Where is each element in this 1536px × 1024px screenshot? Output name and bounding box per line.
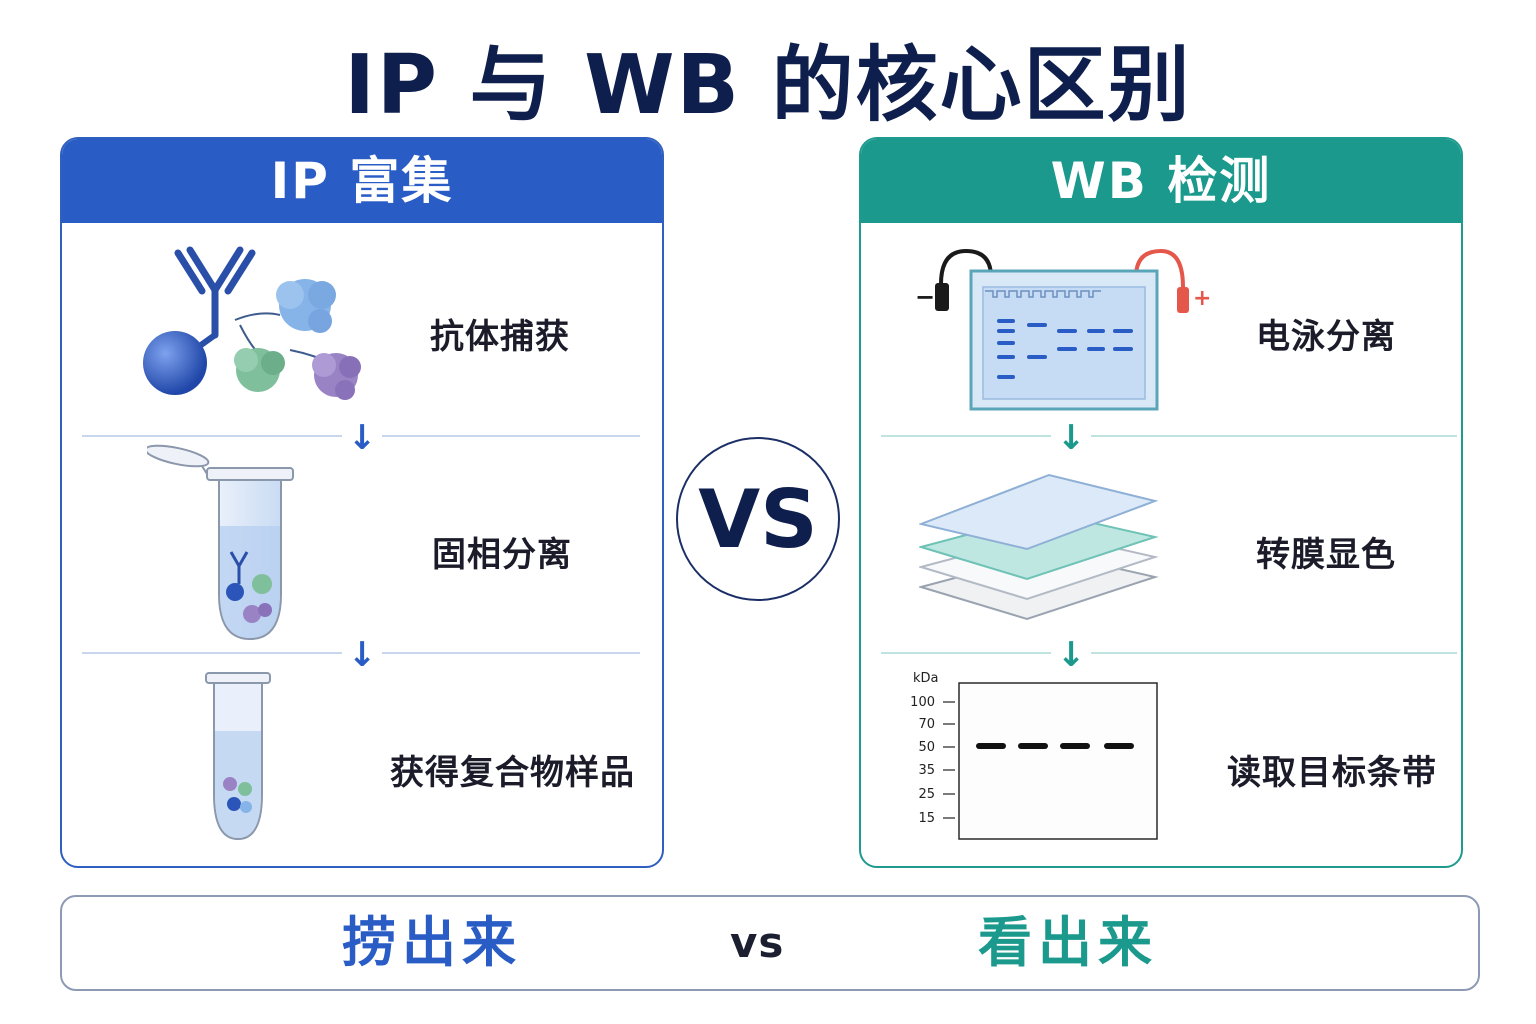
ip-step-3-label: 获得复合物样品 bbox=[390, 753, 635, 793]
wb-arrow-1: ↓ bbox=[1051, 421, 1091, 455]
wb-step-3-label: 读取目标条带 bbox=[1227, 753, 1437, 793]
tube-with-complex-icon bbox=[205, 672, 271, 841]
ip-panel-header: IP 富集 bbox=[62, 139, 662, 223]
wb-step-2-label: 转膜显色 bbox=[1256, 535, 1396, 575]
wb-step-1-label: 电泳分离 bbox=[1256, 317, 1396, 357]
western-blot-bands-icon: kDa 100 70 50 35 25 15 bbox=[910, 671, 1158, 840]
vs-badge: VS bbox=[676, 437, 840, 601]
summary-bar: 捞出来 vs 看出来 bbox=[60, 895, 1480, 991]
negative-electrode-label: − bbox=[915, 283, 935, 311]
wb-arrow-2: ↓ bbox=[1051, 638, 1091, 672]
wb-divider-2 bbox=[881, 652, 1457, 654]
blot-marker-25: 25 bbox=[918, 787, 935, 802]
membrane-stack-icon bbox=[919, 473, 1159, 621]
ip-arrow-2: ↓ bbox=[342, 638, 382, 672]
summary-ip: 捞出来 bbox=[342, 911, 522, 974]
summary-wb: 看出来 bbox=[978, 911, 1158, 974]
blot-unit-label: kDa bbox=[913, 671, 939, 686]
electrophoresis-gel-icon: − + bbox=[915, 248, 1211, 411]
ip-arrow-1: ↓ bbox=[342, 421, 382, 455]
ip-step-1-label: 抗体捕获 bbox=[430, 317, 570, 357]
tube-with-beads-icon bbox=[147, 444, 294, 641]
antibody-capture-icon bbox=[143, 246, 361, 400]
ip-panel: IP 富集 bbox=[60, 137, 664, 868]
wb-panel: WB 检测 − + 电泳分离 ↓ bbox=[859, 137, 1463, 868]
blot-marker-15: 15 bbox=[918, 811, 935, 826]
blot-marker-100: 100 bbox=[910, 695, 935, 710]
wb-divider-1 bbox=[881, 435, 1457, 437]
summary-vs: vs bbox=[730, 918, 785, 967]
blot-marker-50: 50 bbox=[918, 740, 935, 755]
blot-marker-35: 35 bbox=[918, 763, 935, 778]
ip-step-2-label: 固相分离 bbox=[432, 535, 572, 575]
page-title: IP 与 WB 的核心区别 bbox=[344, 38, 1192, 133]
positive-electrode-label: + bbox=[1193, 286, 1211, 311]
wb-panel-header: WB 检测 bbox=[861, 139, 1461, 223]
blot-marker-70: 70 bbox=[918, 717, 935, 732]
